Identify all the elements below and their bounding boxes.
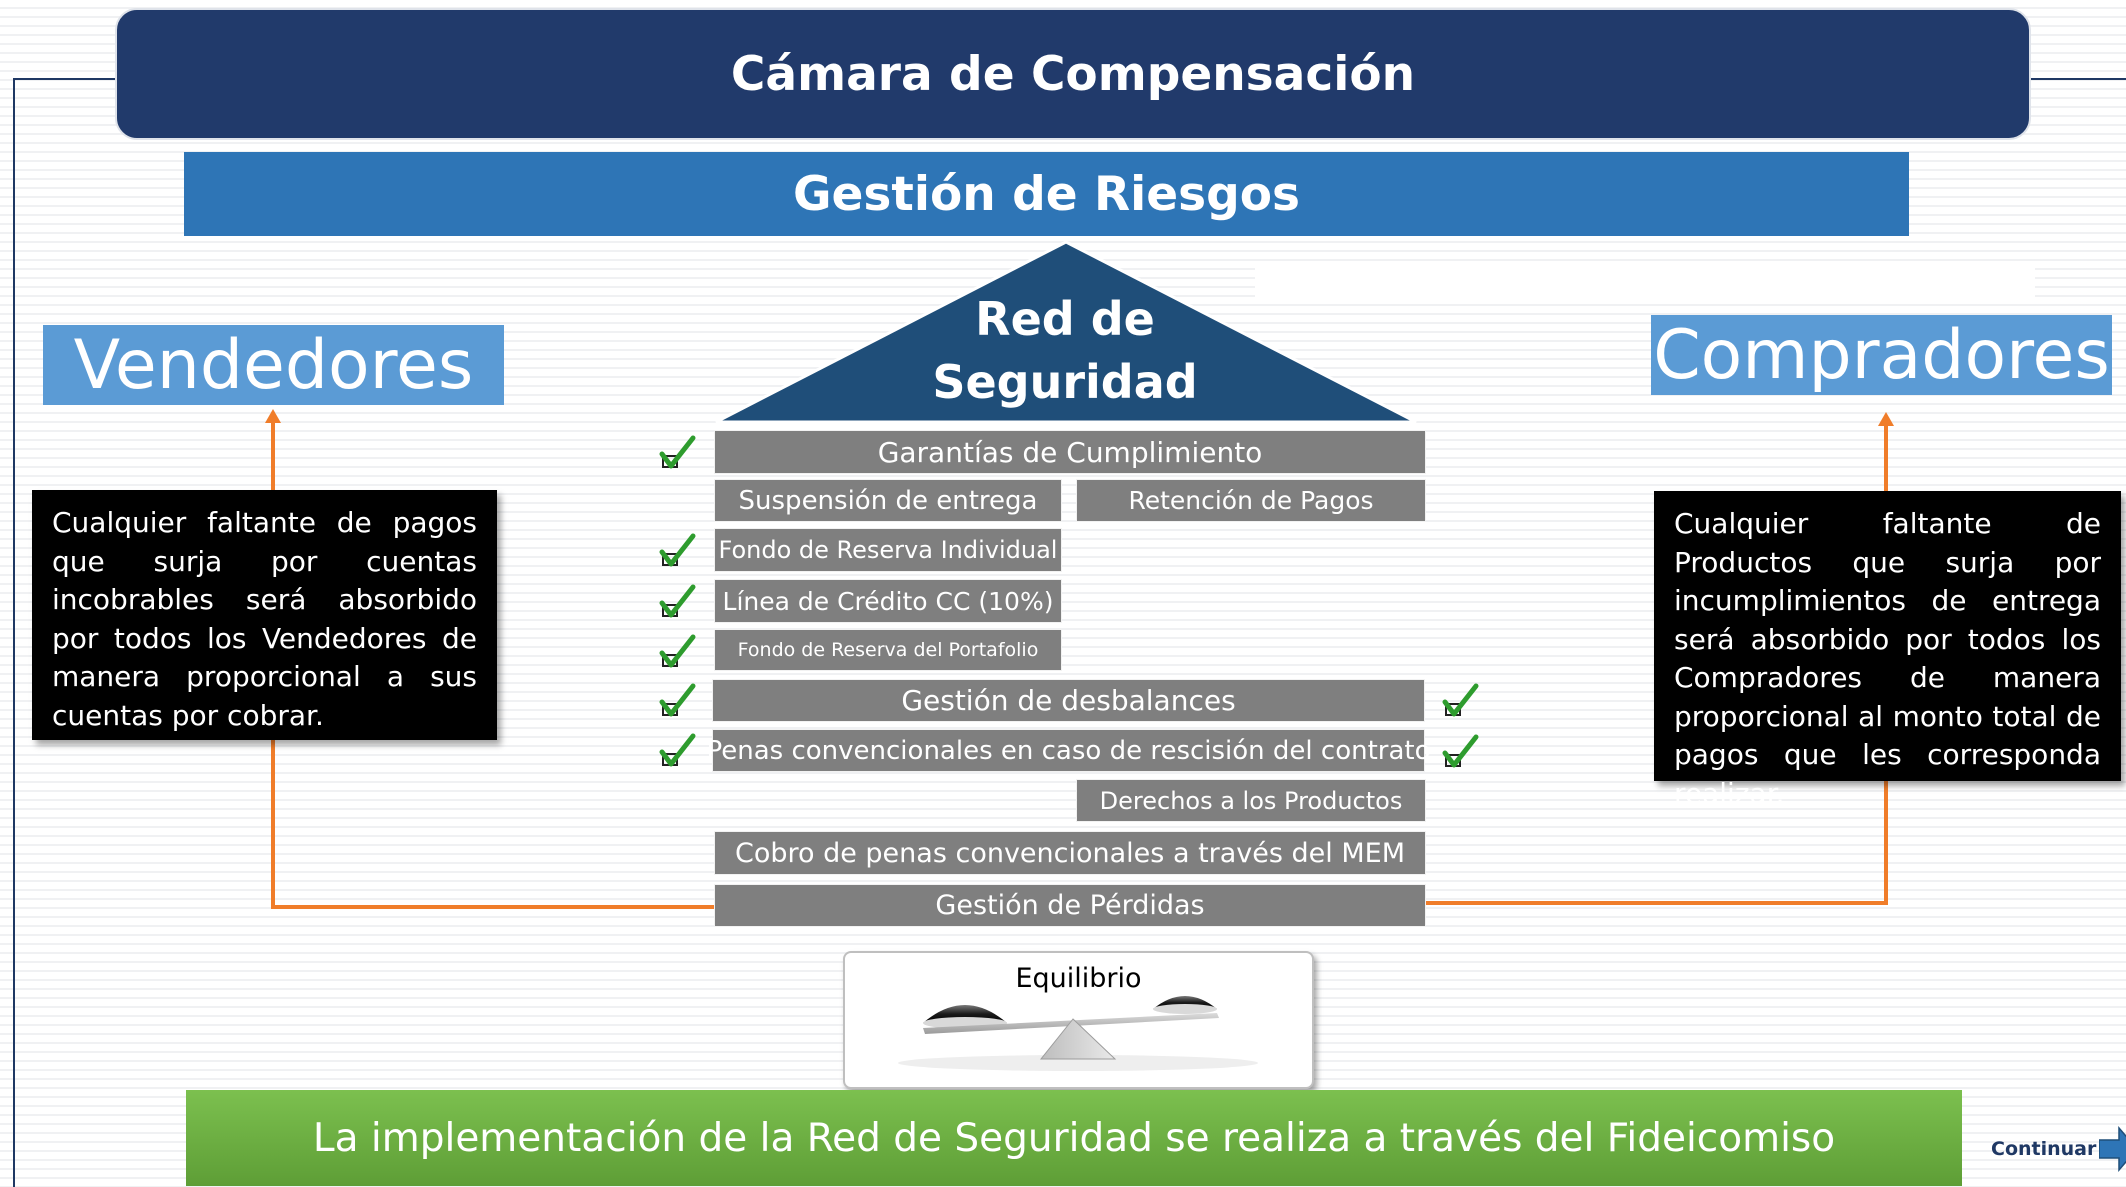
balance-scale-icon: [898, 996, 1258, 1071]
section-title: Gestión de Riesgos: [184, 152, 1909, 236]
compradores-connector-top: [1884, 424, 1888, 491]
compradores-arrowhead: [1878, 412, 1894, 426]
vendedores-connector-horizontal: [271, 905, 716, 909]
bar-fondo-individual: Fondo de Reserva Individual: [714, 528, 1062, 572]
check-icon: [659, 683, 696, 717]
check-icon: [659, 435, 696, 469]
fideicomiso-banner: La implementación de la Red de Seguridad…: [186, 1090, 1962, 1186]
vendedores-title: Vendedores: [43, 325, 504, 405]
bar-penas: Penas convencionales en caso de rescisió…: [707, 729, 1431, 772]
vendedores-connector-vertical: [271, 740, 275, 909]
safety-net-title-line1: Red de: [975, 292, 1155, 346]
arrow-right-icon: [2099, 1126, 2126, 1172]
bar-suspension: Suspensión de entrega: [714, 479, 1062, 522]
bar-derechos: Derechos a los Productos: [1076, 779, 1426, 822]
check-icon: [659, 634, 696, 668]
vendedores-arrowhead: [265, 409, 281, 423]
bar-fondo-portafolio: Fondo de Reserva del Portafolio: [714, 629, 1062, 671]
safety-net-title: Red de Seguridad: [900, 288, 1230, 414]
bar-cobro: Cobro de penas convencionales a través d…: [714, 831, 1426, 875]
page-title: Cámara de Compensación: [115, 8, 2031, 140]
compradores-connector-horizontal: [1424, 901, 1888, 905]
frame-line-right-top: [2027, 78, 2126, 80]
bar-desbalances: Gestión de desbalances: [712, 679, 1425, 722]
check-icon: [659, 733, 696, 767]
frame-line-left-top: [13, 78, 115, 80]
continue-label: Continuar: [1991, 1138, 2097, 1160]
frame-line-left: [13, 78, 15, 1187]
safety-net-roof: [715, 240, 1417, 424]
check-icon: [1442, 734, 1479, 768]
check-icon: [1442, 683, 1479, 717]
equilibrio-box: Equilibrio: [843, 951, 1314, 1089]
bar-perdidas: Gestión de Pérdidas: [714, 884, 1426, 927]
equilibrio-label: Equilibrio: [1015, 963, 1142, 994]
compradores-title: Compradores: [1651, 315, 2112, 395]
check-icon: [659, 533, 696, 567]
white-strip: [1255, 266, 2035, 304]
vendedores-note: Cualquier faltante de pagos que surja po…: [32, 490, 497, 740]
vendedores-connector-top: [271, 421, 275, 490]
bar-linea-credito: Línea de Crédito CC (10%): [714, 579, 1062, 623]
bar-retencion: Retención de Pagos: [1076, 479, 1426, 522]
check-icon: [659, 584, 696, 618]
safety-net-title-line2: Seguridad: [932, 355, 1198, 409]
bar-garantias: Garantías de Cumplimiento: [714, 430, 1426, 474]
continue-button[interactable]: Continuar: [1991, 1126, 2126, 1172]
compradores-note: Cualquier faltante de Productos que surj…: [1654, 491, 2121, 810]
compradores-connector-vertical: [1884, 781, 1888, 905]
